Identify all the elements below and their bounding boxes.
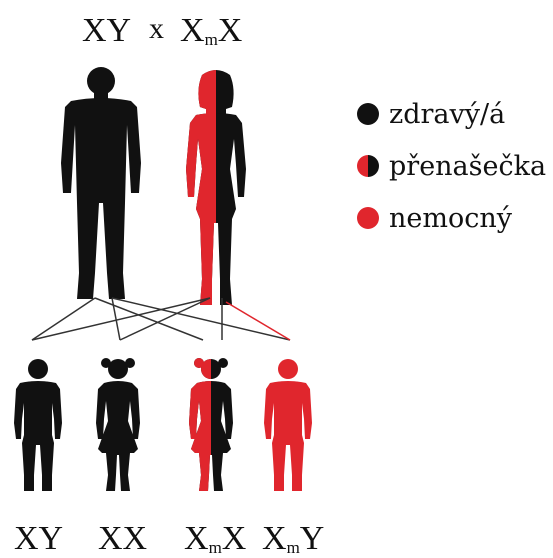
child-1-genotype-label: XY: [14, 520, 64, 557]
child-3-genotype-label: XmX: [184, 520, 247, 557]
legend-item-sick: nemocný: [357, 192, 546, 244]
child-2-girl-healthy: [96, 358, 140, 491]
father-figure: [61, 67, 141, 299]
mother-figure: [186, 70, 246, 305]
legend-item-healthy: zdravý/á: [357, 88, 546, 140]
cross-symbol: x: [149, 12, 164, 45]
cross-lines: [31, 297, 291, 341]
child-3-girl-carrier: [189, 358, 233, 491]
legend-label-healthy: zdravý/á: [389, 98, 506, 130]
child-4-genotype-label: XmY: [262, 520, 325, 557]
mother-genotype-label: XmX: [180, 12, 243, 49]
legend: zdravý/á přenašečka nemocný: [357, 88, 546, 244]
legend-item-carrier: přenašečka: [357, 140, 546, 192]
child-1-boy-healthy: [14, 359, 62, 491]
healthy-dot-icon: [357, 103, 379, 125]
father-genotype-label: XY: [82, 12, 132, 49]
carrier-dot-icon: [357, 155, 379, 177]
sick-dot-icon: [357, 207, 379, 229]
child-2-genotype-label: XX: [98, 520, 148, 557]
legend-label-sick: nemocný: [389, 202, 512, 234]
legend-label-carrier: přenašečka: [389, 150, 547, 182]
child-4-boy-sick: [264, 359, 312, 491]
